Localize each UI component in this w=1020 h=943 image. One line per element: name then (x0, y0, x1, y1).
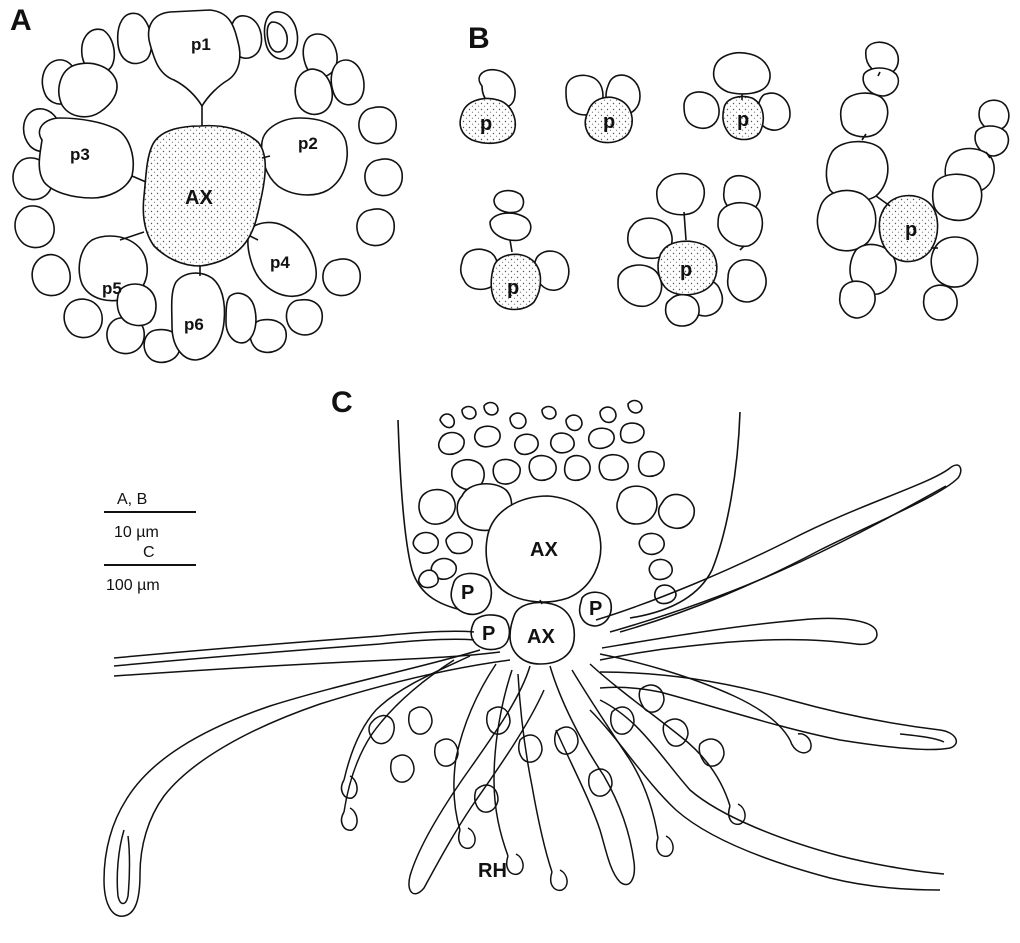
label-p1: p1 (191, 35, 211, 54)
label-rh: RH (478, 860, 507, 882)
cluster-3-label: p (737, 109, 749, 131)
label-ax-a: AX (185, 187, 213, 209)
panel-b-cluster-6: p (618, 174, 766, 326)
panel-a: A (10, 4, 402, 362)
scale-ab-label: A, B (117, 491, 147, 508)
scale-bar: A, B 10 µm C 100 µm (104, 491, 196, 594)
panel-b-cluster-3: p (684, 53, 790, 140)
label-p2: p2 (298, 134, 318, 153)
panel-c: C (104, 386, 961, 916)
panel-b-cluster-2: p (566, 75, 640, 142)
label-p6: p6 (184, 315, 204, 334)
cluster-2-label: p (603, 111, 615, 133)
cluster-5-label: p (507, 277, 519, 299)
panel-c-letter: C (331, 386, 353, 419)
scale-c-label: C (143, 544, 155, 561)
label-p3: p3 (70, 145, 90, 164)
panel-b: B p p p (460, 22, 1009, 326)
panel-b-letter: B (468, 22, 490, 55)
label-p5: p5 (102, 279, 122, 298)
cluster-1-label: p (480, 113, 492, 135)
panel-b-cluster-4: p (817, 42, 1008, 320)
panel-a-letter: A (10, 4, 32, 37)
cluster-6-label: p (680, 259, 692, 281)
panel-b-cluster-1: p (460, 70, 515, 144)
label-ax-upper: AX (530, 539, 558, 561)
label-p-left-upper: P (461, 582, 474, 604)
scale-ab-value: 10 µm (114, 524, 159, 541)
panel-b-cluster-5: p (461, 191, 569, 310)
label-ax-lower: AX (527, 626, 555, 648)
cluster-4-label: p (905, 219, 917, 241)
label-p-right: P (589, 598, 602, 620)
label-p-left-lower: P (482, 623, 495, 645)
label-p4: p4 (270, 253, 290, 272)
scale-c-value: 100 µm (106, 577, 160, 594)
